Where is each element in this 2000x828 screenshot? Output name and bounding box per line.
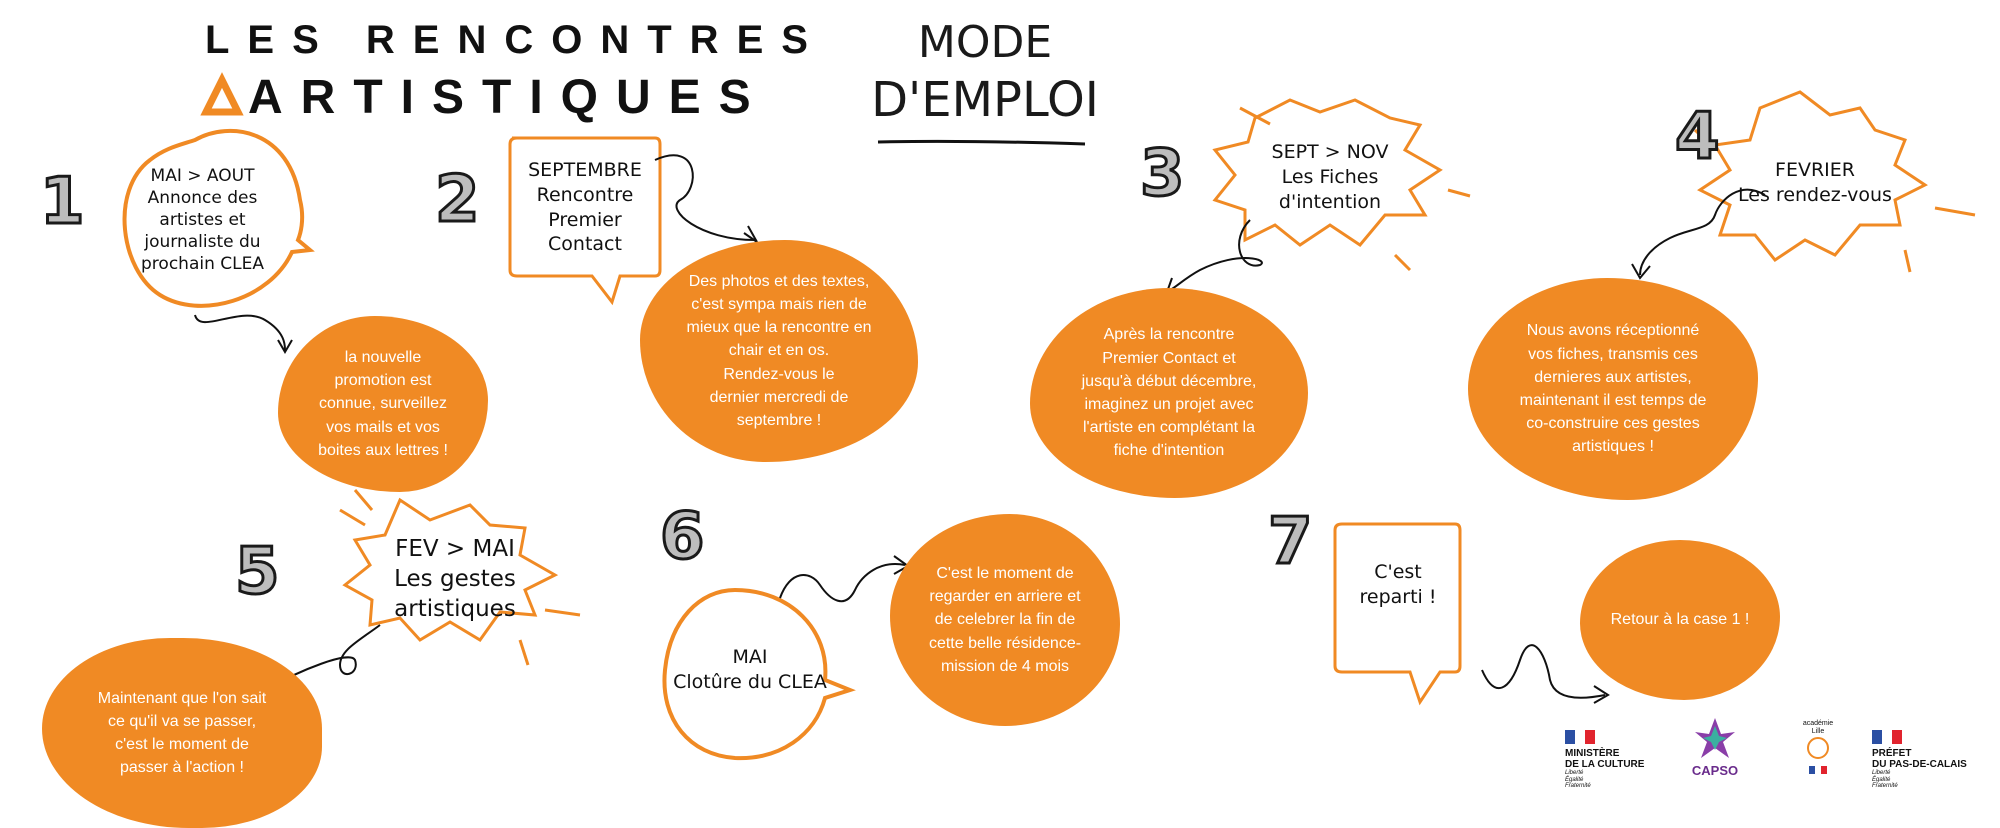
step-number-1: 1 — [39, 165, 87, 239]
bubble-3-text: SEPT > NOV Les Fiches d'intention — [1271, 141, 1389, 213]
step-number-3: 3 — [1139, 137, 1187, 211]
academie-circle-icon — [1807, 737, 1829, 760]
title-line-2: ARTISTIQUES — [248, 71, 769, 124]
step-number-4: 4 — [1674, 100, 1722, 174]
subtitle-mode: MODE — [917, 17, 1053, 68]
bubble-4-text: FEVRIER Les rendez-vous — [1738, 158, 1892, 206]
french-flag-icon-2 — [1872, 729, 1902, 744]
blob-5-text: Maintenant que l'on sait ce qu'il va se … — [97, 689, 267, 777]
title-triangle-a — [200, 72, 244, 116]
blob-6-text: C'est le moment de regarder en arriere e… — [928, 565, 1082, 675]
bubble-7-outline — [1333, 522, 1462, 706]
bubble-5-text: FEV > MAI Les gestes artistiques — [394, 536, 516, 622]
title-line-1: LES RENCONTRES — [205, 18, 826, 62]
arrow-6 — [779, 563, 906, 603]
arrow-1 — [194, 314, 286, 351]
blob-1: la nouvelle promotion est connue, survei… — [278, 316, 488, 492]
subtitle-demploi: D'EMPLOI — [871, 72, 1099, 128]
logo-academie-text: académie Lille — [1802, 720, 1834, 735]
logo-academie: académie Lille — [1788, 720, 1848, 779]
step-number-2: 2 — [434, 163, 482, 237]
logo-prefet: PRÉFET DU PAS-DE-CALAIS Liberté Égalité … — [1872, 728, 1982, 790]
blob-2-text: Des photos et des textes, c'est sympa ma… — [686, 272, 872, 429]
capso-star-icon — [1695, 718, 1735, 758]
bubble-6-outline — [662, 587, 856, 761]
blob-1-text: la nouvelle promotion est connue, survei… — [318, 349, 448, 459]
step-number-6: 6 — [659, 500, 707, 574]
blob-3: Après la rencontre Premier Contact et ju… — [1030, 288, 1308, 498]
bubble-2-text: SEPTEMBRE Rencontre Premier Contact — [528, 159, 642, 256]
bubble-4-star — [1697, 90, 1928, 263]
title-underline — [877, 139, 1086, 146]
logo-prefet-line1: PRÉFET — [1872, 748, 1912, 759]
logo-culture-line2: DE LA CULTURE — [1565, 759, 1645, 770]
blob-6: C'est le moment de regarder en arriere e… — [890, 514, 1120, 726]
arrow-7 — [1481, 644, 1606, 699]
arrow-2 — [654, 154, 756, 241]
blob-4-text: Nous avons réceptionné vos fiches, trans… — [1519, 322, 1707, 456]
french-flag-icon — [1565, 729, 1595, 744]
infographic: LES RENCONTRES ARTISTIQUES MODE D'EMPLOI… — [39, 17, 1982, 828]
blob-2: Des photos et des textes, c'est sympa ma… — [640, 240, 918, 462]
blob-5: Maintenant que l'on sait ce qu'il va se … — [42, 638, 322, 828]
bubble-7-text: C'est reparti ! — [1359, 561, 1437, 608]
french-flag-small-icon — [1809, 766, 1827, 775]
logo-culture-motto: Liberté Égalité Fraternité — [1565, 770, 1591, 790]
bubble-5-star — [342, 497, 559, 642]
logo-capso: CAPSO — [1680, 716, 1750, 778]
blob-7: Retour à la case 1 ! — [1580, 540, 1780, 700]
logo-prefet-motto: Liberté Égalité Fraternité — [1872, 770, 1898, 790]
arrow-3 — [1169, 219, 1263, 291]
blob-4: Nous avons réceptionné vos fiches, trans… — [1468, 278, 1758, 500]
logo-prefet-line2: DU PAS-DE-CALAIS — [1872, 759, 1967, 770]
logo-ministere-culture: MINISTÈRE DE LA CULTURE Liberté Égalité … — [1565, 728, 1665, 790]
bubble-3-star — [1212, 98, 1443, 247]
bubble-2-outline — [508, 136, 662, 306]
logo-culture-line1: MINISTÈRE — [1565, 748, 1620, 759]
bubble-6-text: MAI Clotûre du CLEA — [673, 646, 827, 693]
arrow-5 — [264, 624, 381, 691]
arrow-4 — [1639, 188, 1766, 276]
step-number-7: 7 — [1267, 505, 1315, 579]
bubble-1-text: MAI > AOUT Annonce des artistes et journ… — [141, 165, 264, 275]
decorations — [122, 72, 1976, 761]
blob-3-text: Après la rencontre Premier Contact et ju… — [1081, 326, 1257, 460]
blob-7-text: Retour à la case 1 ! — [1610, 611, 1750, 629]
logo-capso-text: CAPSO — [1691, 763, 1739, 778]
bubble-1-outline — [122, 128, 315, 308]
step-number-5: 5 — [234, 535, 282, 609]
